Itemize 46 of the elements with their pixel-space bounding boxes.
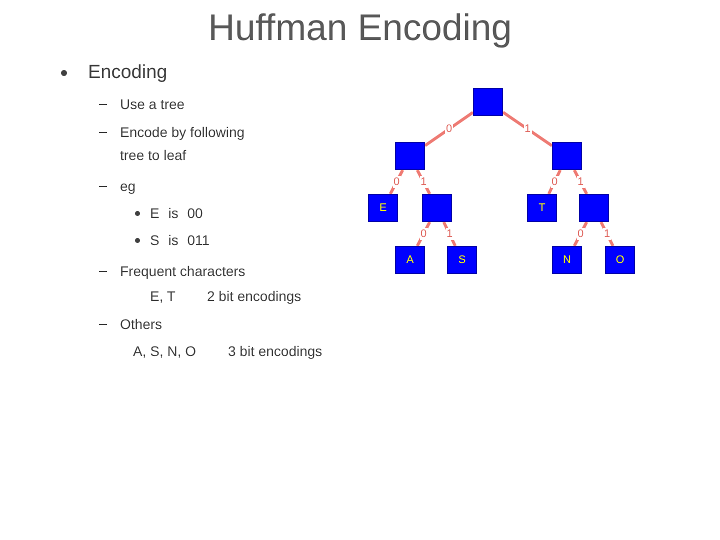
slide-title: Huffman Encoding	[207, 6, 513, 50]
leaf-node	[447, 246, 477, 274]
list-item-text: Frequent characters	[120, 262, 246, 281]
edge-label: 1	[576, 176, 585, 188]
leaf-node	[527, 194, 557, 222]
leaf-node	[368, 194, 398, 222]
tree-edge	[547, 169, 562, 195]
edge-label: 1	[420, 176, 428, 188]
tree-node	[579, 194, 609, 222]
list-item-text: E is 00	[150, 204, 203, 223]
edge-label: 0	[420, 228, 428, 240]
list-item-text: Use a tree	[120, 95, 185, 114]
tree-edge	[572, 221, 588, 247]
list-item-text: Others	[120, 315, 162, 334]
list-item-text: A, S, N, O	[133, 342, 196, 361]
node-label: S	[458, 254, 466, 266]
list-item-text: S is 011	[150, 231, 210, 250]
list-item-text: E, T	[150, 287, 176, 306]
node-label: E	[379, 202, 387, 214]
node-label: A	[406, 254, 414, 266]
tree-node	[473, 88, 503, 116]
tree-node	[395, 142, 425, 170]
edge-label: 0	[576, 228, 585, 240]
leaf-node	[395, 246, 425, 274]
node-label: N	[563, 254, 571, 266]
edge-label: 1	[524, 123, 532, 135]
tree-edge	[424, 111, 474, 147]
tree-node	[552, 142, 582, 170]
edge-label: 1	[446, 228, 454, 240]
node-label: T	[538, 202, 546, 214]
list-item-text: 3 bit encodings	[228, 342, 322, 361]
edge-label: 0	[550, 176, 559, 188]
list-item-text: Encode by following tree to leaf	[120, 123, 246, 165]
list-item-text: 2 bit encodings	[207, 287, 302, 306]
tree-edge	[388, 169, 404, 195]
tree-edge	[416, 221, 432, 247]
leaf-node	[605, 246, 635, 274]
leaf-node	[552, 246, 582, 274]
tree-node	[422, 194, 452, 222]
edge-label: 0	[392, 176, 401, 188]
edge-label: 1	[603, 228, 612, 240]
node-label: O	[616, 254, 624, 266]
edge-label: 0	[445, 123, 454, 135]
list-item-text: Encoding	[88, 61, 168, 85]
tree-edge	[502, 111, 553, 147]
list-item-text: eg	[120, 177, 136, 196]
